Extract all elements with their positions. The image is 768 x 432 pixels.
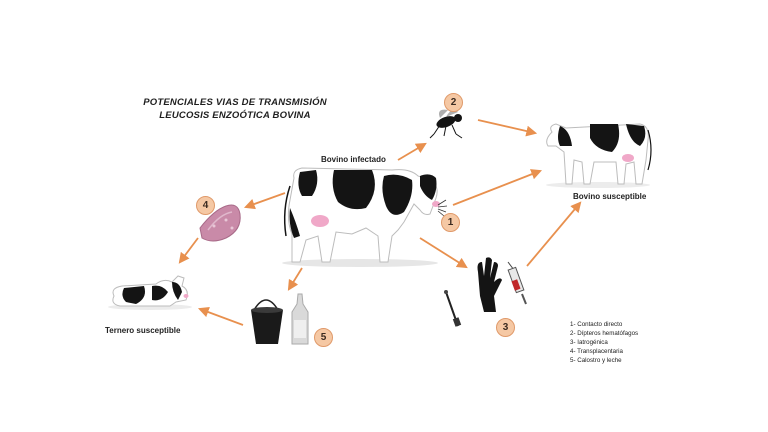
needle-icon bbox=[444, 290, 462, 327]
badge-4: 4 bbox=[196, 196, 215, 215]
label-infected-cow: Bovino infectado bbox=[321, 155, 386, 164]
legend-item-2: 2- Dípteros hematófagos bbox=[570, 330, 639, 337]
glove-icon bbox=[477, 257, 502, 312]
arrow-infected-to-iatrogenic bbox=[419, 237, 468, 269]
legend-item-1: 1- Contacto directo bbox=[570, 321, 623, 328]
legend-item-4: 4- Transplacentaria bbox=[570, 348, 623, 355]
badge-2: 2 bbox=[444, 93, 463, 112]
arrow-infected-to-placenta bbox=[243, 192, 286, 210]
arrow-bucket-to-calf bbox=[197, 306, 244, 326]
arrow-fly-to-susceptible bbox=[477, 119, 538, 137]
legend: 1- Contacto directo 2- Dípteros hematófa… bbox=[570, 320, 638, 365]
legend-item-3: 3- Iatrogénica bbox=[570, 339, 608, 346]
fly-icon bbox=[429, 109, 463, 139]
arrow-infected-to-fly bbox=[397, 142, 427, 161]
badge-3: 3 bbox=[496, 318, 515, 337]
label-susceptible-cow: Bovino susceptible bbox=[573, 192, 647, 201]
arrow-placenta-to-calf bbox=[178, 237, 199, 264]
badge-5: 5 bbox=[314, 328, 333, 347]
bucket-icon bbox=[251, 299, 283, 344]
bottle-icon bbox=[291, 293, 309, 345]
diagram-title-line1: POTENCIALES VIAS DE TRANSMISIÓN bbox=[143, 97, 327, 108]
legend-item-5: 5- Calostro y leche bbox=[570, 357, 622, 364]
arrows bbox=[178, 119, 582, 326]
label-susceptible-calf: Ternero susceptible bbox=[105, 326, 181, 335]
diagram-title-line2: LEUCOSIS ENZOÓTICA BOVINA bbox=[159, 110, 311, 121]
arrow-syringe-to-susceptible bbox=[526, 201, 582, 267]
syringe-icon bbox=[507, 261, 527, 305]
infected-cow bbox=[282, 167, 440, 267]
susceptible-cow bbox=[546, 123, 652, 188]
badge-1: 1 bbox=[441, 213, 460, 232]
arrow-infected-to-bucket bbox=[287, 267, 303, 291]
susceptible-calf bbox=[108, 275, 192, 310]
placenta-icon bbox=[199, 204, 241, 242]
arrow-infected-to-susceptible bbox=[452, 169, 543, 206]
